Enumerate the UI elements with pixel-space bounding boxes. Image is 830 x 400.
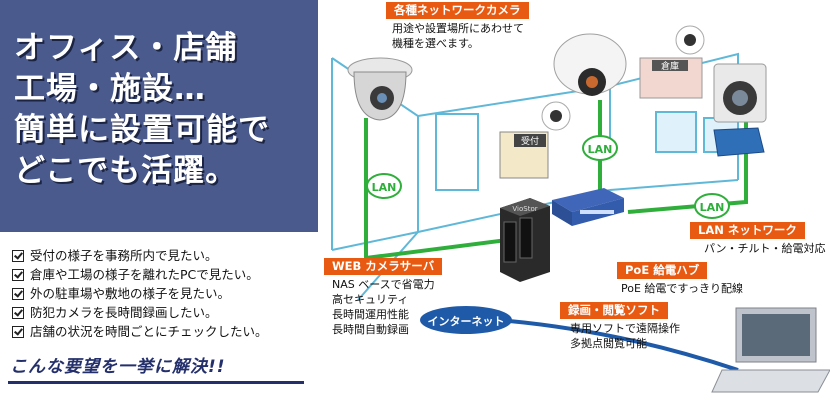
door: [435, 113, 479, 191]
needs-item: 外の駐車場や敷地の様子を見たい。: [12, 284, 268, 303]
needs-item: 店舗の状況を時間ごとにチェックしたい。: [12, 322, 268, 341]
callout-title: 録画・閲覧ソフト: [560, 302, 668, 319]
callout-desc: PoE 給電ですっきり配線: [621, 282, 743, 295]
needs-item-text: 防犯カメラを長時間録画したい。: [30, 305, 218, 320]
headline-line: 工場・施設…: [14, 71, 206, 107]
warehouse-label: 倉庫: [661, 60, 679, 72]
callout-recording-software: 録画・閲覧ソフト 専用ソフトで遠隔操作 多拠点閲覧可能: [560, 302, 680, 351]
callout-desc: NAS ベースで省電力: [332, 278, 435, 291]
solar-panel-icon: [713, 127, 765, 157]
reception-label: 受付: [521, 135, 539, 147]
internet-badge-label: インターネット: [428, 315, 505, 328]
needs-item: 防犯カメラを長時間録画したい。: [12, 303, 268, 322]
needs-item-text: 店舗の状況を時間ごとにチェックしたい。: [30, 324, 268, 339]
network-scene: LAN LAN LAN インターネット 受付: [331, 25, 830, 393]
needs-item: 倉庫や工場の様子を離れたPCで見たい。: [12, 265, 268, 284]
callout-lan-network: LAN ネットワーク パン・チルト・給電対応: [690, 222, 826, 256]
callout-desc: パン・チルト・給電対応: [704, 242, 826, 255]
internet-badge: インターネット: [420, 306, 512, 334]
needs-item-text: 受付の様子を事務所内で見たい。: [30, 248, 218, 263]
laptop-icon: [711, 307, 830, 393]
checkbox-icon: [12, 268, 24, 281]
needs-item: 受付の様子を事務所内で見たい。: [12, 246, 268, 265]
solve-underline: [8, 381, 304, 384]
checkbox-icon: [12, 325, 24, 338]
headline: オフィス・店舗 工場・施設… 簡単に設置可能で どこでも活躍。: [14, 28, 270, 192]
solve-tagline: こんな要望を一挙に解決!!: [10, 357, 226, 377]
headline-line: 簡単に設置可能で: [14, 112, 270, 148]
callout-desc: 長時間自動録画: [332, 323, 409, 336]
needs-list: 受付の様子を事務所内で見たい。 倉庫や工場の様子を離れたPCで見たい。 外の駐車…: [12, 246, 268, 341]
callout-desc: 機種を選べます。: [392, 37, 479, 50]
callout-poe-hub: PoE 給電ハブ PoE 給電ですっきり配線: [617, 262, 743, 296]
checkbox-icon: [12, 287, 24, 300]
needs-item-text: 外の駐車場や敷地の様子を見たい。: [30, 286, 231, 301]
callout-desc: 用途や設置場所にあわせて: [392, 22, 524, 35]
lan-badge-label: LAN: [700, 201, 725, 214]
headline-line: オフィス・店舗: [14, 30, 238, 66]
callout-web-camera-server: WEB カメラサーバ NAS ベースで省電力 高セキュリティ 長時間運用性能 長…: [324, 258, 443, 337]
poe-hub-icon: [552, 188, 624, 226]
lan-badge-label: LAN: [372, 181, 397, 194]
lan-badge: LAN: [694, 193, 730, 219]
needs-item-text: 倉庫や工場の様子を離れたPCで見たい。: [30, 267, 259, 282]
lan-badge: LAN: [582, 135, 618, 161]
lan-badge: LAN: [366, 173, 402, 199]
callout-title: PoE 給電ハブ: [617, 262, 708, 279]
callout-desc: 専用ソフトで遠隔操作: [570, 322, 680, 335]
lan-badge-label: LAN: [588, 143, 613, 156]
ptz-camera-icon: [347, 57, 413, 121]
callout-desc: 高セキュリティ: [332, 293, 409, 306]
callout-title: 各種ネットワークカメラ: [386, 2, 529, 19]
box-camera-icon: [713, 63, 767, 123]
checkbox-icon: [12, 306, 24, 319]
callout-title: LAN ネットワーク: [690, 222, 805, 239]
server-brand-label: VioStor: [512, 205, 537, 213]
internet-cable: [497, 318, 739, 372]
checkbox-icon: [12, 249, 24, 262]
reception-inset: 受付: [499, 101, 571, 179]
window: [655, 111, 697, 153]
callout-desc: 長時間運用性能: [332, 308, 409, 321]
nas-server-icon: VioStor: [500, 198, 550, 282]
headline-line: どこでも活躍。: [14, 153, 238, 189]
callout-network-camera: 各種ネットワークカメラ 用途や設置場所にあわせて 機種を選べます。: [386, 2, 529, 51]
warehouse-inset: 倉庫: [639, 25, 705, 99]
callout-title: WEB カメラサーバ: [324, 258, 443, 275]
headline-banner: オフィス・店舗 工場・施設… 簡単に設置可能で どこでも活躍。: [0, 0, 318, 232]
dome-camera-icon: [553, 33, 627, 96]
callout-desc: 多拠点閲覧可能: [570, 337, 647, 350]
